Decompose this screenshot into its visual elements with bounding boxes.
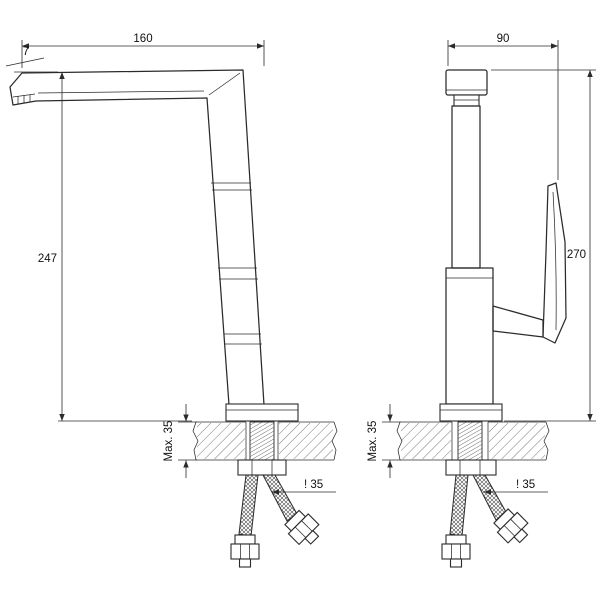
dim-label-width: 90 bbox=[497, 33, 510, 45]
hose-braided-left bbox=[238, 474, 259, 537]
mounting-nut bbox=[237, 459, 287, 476]
dim-label-spout-reach: 160 bbox=[133, 33, 152, 45]
base-flange bbox=[439, 403, 503, 422]
handle-lever bbox=[542, 182, 567, 344]
spout-inner-line bbox=[37, 90, 205, 94]
hose-fitting-vertical bbox=[230, 534, 260, 568]
dim-label-counter-max: Max. 35 bbox=[367, 421, 379, 462]
hose-braided-left bbox=[449, 474, 469, 537]
faucet-body-side bbox=[9, 69, 299, 422]
threaded-shank bbox=[457, 421, 483, 461]
note-label-hole: ! 35 bbox=[516, 479, 535, 491]
fitting-hex-nut bbox=[441, 543, 471, 560]
aerator bbox=[453, 94, 480, 107]
fitting-tip bbox=[238, 558, 252, 568]
note-hole-diameter: ! 35 bbox=[272, 479, 336, 495]
dim-label-total-height: 270 bbox=[567, 249, 586, 261]
mounting-nut bbox=[445, 459, 497, 476]
nut-facet bbox=[503, 525, 516, 537]
fitting-hex-nut bbox=[230, 543, 260, 560]
spout-corner-chamfer bbox=[208, 72, 241, 96]
base-flange bbox=[225, 403, 299, 422]
dim-width: 90 bbox=[447, 33, 559, 180]
dim-total-height: 270 bbox=[491, 69, 596, 422]
fitting-collar bbox=[445, 534, 467, 545]
angle-leader-line bbox=[5, 57, 45, 67]
dim-spout-reach: 160 bbox=[21, 33, 265, 68]
dim-label-height: 247 bbox=[38, 253, 57, 265]
handle-connector bbox=[492, 305, 544, 338]
dim-spout-angle: 7 bbox=[5, 46, 45, 67]
counter-hatch-right bbox=[489, 423, 545, 459]
supply-hoses-side bbox=[230, 474, 320, 568]
hose-fitting-angled bbox=[493, 508, 529, 544]
spout-head bbox=[445, 69, 488, 96]
counter-break-line bbox=[192, 421, 199, 461]
fitting-tip bbox=[449, 558, 463, 568]
fitting-tip bbox=[304, 529, 320, 545]
counter-hatch-left bbox=[197, 423, 245, 459]
counter-hatch-right bbox=[279, 423, 333, 459]
dim-counter-thickness: Max. 35 bbox=[163, 404, 197, 478]
threaded-shank bbox=[249, 421, 275, 461]
front-view: 90 270 Max. 35 ! 35 bbox=[367, 33, 596, 568]
nut-facet bbox=[301, 520, 313, 532]
faucet-outline bbox=[9, 69, 265, 406]
counter-hatch-left bbox=[401, 423, 451, 459]
faucet-body-front bbox=[439, 69, 567, 422]
fitting-tip bbox=[513, 528, 529, 544]
fitting-collar bbox=[234, 534, 256, 545]
note-label-hole: ! 35 bbox=[304, 479, 323, 491]
nut-facet bbox=[510, 518, 522, 531]
handle-lever-contour bbox=[552, 191, 557, 331]
dim-label-spout-angle: 7 bbox=[23, 46, 29, 58]
side-view: 160 7 247 Max. 35 ! 35 bbox=[5, 33, 338, 568]
dim-label-counter-max: Max. 35 bbox=[163, 421, 175, 462]
counter-break-line bbox=[543, 421, 550, 461]
riser-column bbox=[451, 105, 481, 269]
hose-braided-right bbox=[262, 474, 298, 522]
hose-braided-right bbox=[472, 474, 507, 521]
dim-counter-thickness: Max. 35 bbox=[367, 404, 401, 478]
note-hole-diameter: ! 35 bbox=[484, 479, 548, 495]
countertop-section-front bbox=[396, 421, 550, 476]
dim-height-to-spout: 247 bbox=[14, 71, 192, 422]
hose-fitting-vertical bbox=[441, 534, 471, 568]
supply-hoses-front bbox=[441, 474, 529, 568]
countertop-section-side bbox=[192, 421, 338, 476]
hose-fitting-angled bbox=[284, 509, 320, 546]
counter-break-line bbox=[331, 421, 338, 461]
lower-body bbox=[445, 267, 494, 405]
counter-break-line bbox=[396, 421, 403, 461]
nut-facet bbox=[294, 526, 307, 538]
